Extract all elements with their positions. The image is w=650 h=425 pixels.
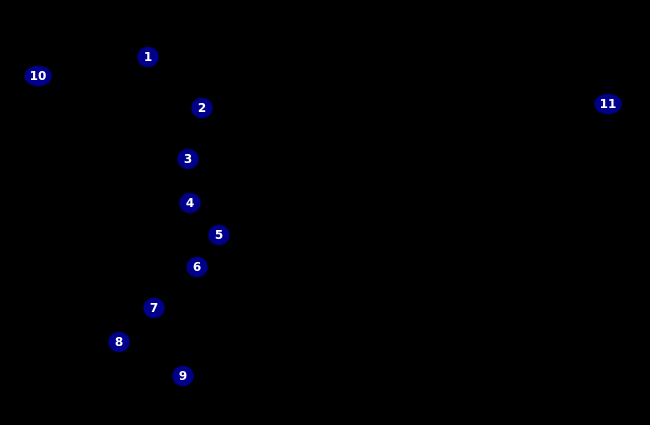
- callout-marker-11[interactable]: 11: [593, 93, 623, 115]
- callout-marker-1[interactable]: 1: [136, 46, 160, 68]
- callout-marker-2[interactable]: 2: [190, 97, 214, 119]
- callout-marker-9[interactable]: 9: [171, 365, 195, 387]
- callout-marker-5[interactable]: 5: [207, 224, 231, 246]
- callout-marker-8[interactable]: 8: [107, 331, 131, 353]
- callout-marker-3[interactable]: 3: [176, 148, 200, 170]
- callout-marker-6[interactable]: 6: [185, 256, 209, 278]
- callout-marker-4[interactable]: 4: [178, 192, 202, 214]
- callout-marker-10[interactable]: 10: [23, 65, 53, 87]
- callout-marker-7[interactable]: 7: [142, 297, 166, 319]
